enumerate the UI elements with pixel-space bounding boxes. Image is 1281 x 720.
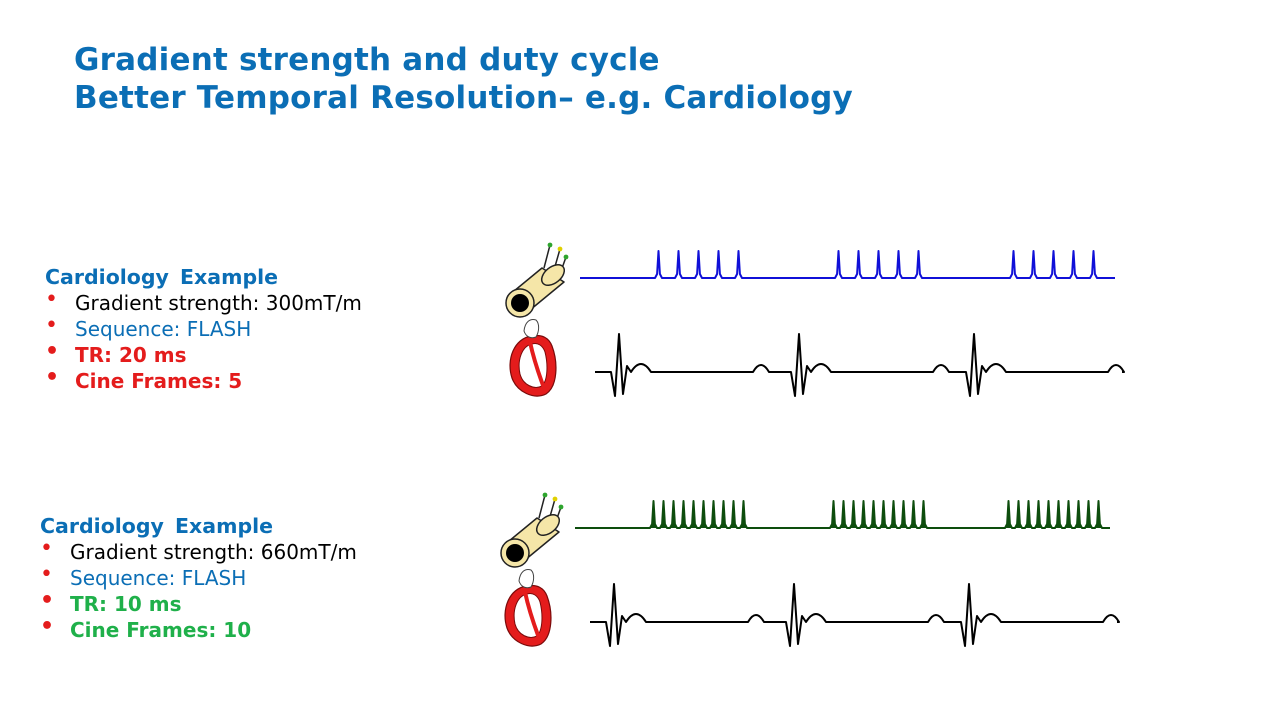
cardiology-example-1: Cardiology Example Gradient strength: 30… — [45, 264, 362, 394]
gradient-pulse-train — [575, 500, 1110, 529]
cine-frames-item: Cine Frames: 5 — [45, 365, 362, 394]
cine-frames-item: Cine Frames: 10 — [40, 614, 357, 643]
gradient-strength-item: Gradient strength: 300mT/m — [45, 287, 362, 316]
cardiology-example-2: Cardiology Example Gradient strength: 66… — [40, 513, 357, 643]
example-bullets: Gradient strength: 300mT/m Sequence: FLA… — [45, 287, 362, 394]
example-bullets: Gradient strength: 660mT/m Sequence: FLA… — [40, 536, 357, 643]
timing-diagram-2 — [500, 492, 1120, 647]
ecg-trace — [590, 583, 1120, 647]
gradient-coil-icon — [505, 242, 569, 318]
tr-item: TR: 20 ms — [45, 339, 362, 368]
gradient-pulse-train — [580, 250, 1115, 279]
heart-icon — [504, 569, 552, 647]
gradient-coil-icon — [500, 492, 564, 568]
example-heading: Cardiology Example — [45, 265, 279, 289]
ecg-trace — [595, 333, 1125, 397]
heart-icon — [509, 319, 557, 397]
slide-title-line2: Better Temporal Resolution– e.g. Cardiol… — [74, 80, 853, 116]
example-heading: Cardiology Example — [40, 514, 274, 538]
gradient-strength-item: Gradient strength: 660mT/m — [40, 536, 357, 565]
tr-item: TR: 10 ms — [40, 588, 357, 617]
slide-title-line1: Gradient strength and duty cycle — [74, 42, 660, 78]
sequence-item: Sequence: FLASH — [40, 562, 357, 591]
sequence-item: Sequence: FLASH — [45, 313, 362, 342]
timing-diagram-1 — [505, 242, 1125, 397]
